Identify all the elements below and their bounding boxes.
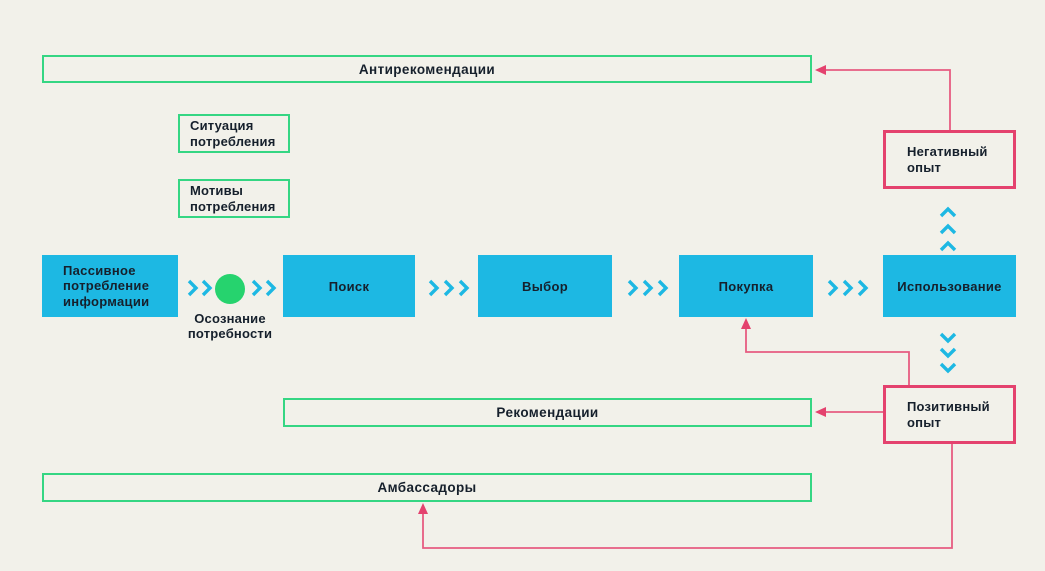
chevron-right-icon [428, 279, 440, 297]
need-awareness-label: Осознание потребности [187, 311, 273, 341]
context-box-consumption-situation: Ситуация потребления [178, 114, 290, 153]
chevron-right-icon [827, 279, 839, 297]
chevron-up-icon [939, 206, 957, 218]
stage-choice-label: Выбор [522, 278, 568, 294]
band-ambassadors: Амбассадоры [42, 473, 812, 502]
stage-passive-label: Пассивное потребление информации [63, 263, 150, 309]
stage-purchase: Покупка [679, 255, 813, 317]
band-recommendations: Рекомендации [283, 398, 812, 427]
positive-experience-label: Позитивный опыт [907, 398, 990, 430]
chevron-down-icon [939, 332, 957, 344]
context-situation-label: Ситуация потребления [190, 118, 276, 149]
stage-choice: Выбор [478, 255, 612, 317]
chevron-up-icon [939, 240, 957, 252]
positive-experience-box: Позитивный опыт [883, 385, 1016, 444]
band-recommendations-label: Рекомендации [496, 405, 599, 420]
negative-experience-label: Негативный опыт [907, 143, 988, 175]
context-motives-label: Мотивы потребления [190, 183, 276, 214]
arrowhead-up-icon [418, 503, 428, 514]
stage-search-label: Поиск [328, 278, 370, 294]
stage-purchase-label: Покупка [718, 278, 774, 294]
stage-passive-information-consumption: Пассивное потребление информации [42, 255, 178, 317]
stage-usage: Использование [883, 255, 1016, 317]
chevrons-purchase-to-usage [827, 279, 869, 297]
connector-negative-to-antirecommendations [826, 69, 951, 130]
arrowhead-left-icon [815, 65, 826, 75]
chevron-right-icon [201, 279, 213, 297]
chevron-right-icon [857, 279, 869, 297]
chevron-down-icon [939, 347, 957, 359]
chevron-right-icon [657, 279, 669, 297]
arrowhead-left-icon [815, 407, 826, 417]
need-awareness-circle-icon [215, 274, 245, 304]
band-antirecommendations: Антирекомендации [42, 55, 812, 83]
chevrons-usage-to-negative [939, 206, 957, 252]
chevron-up-icon [939, 223, 957, 235]
band-ambassadors-label: Амбассадоры [377, 480, 477, 495]
band-antirecommendations-label: Антирекомендации [358, 61, 496, 77]
chevron-right-icon [627, 279, 639, 297]
chevron-down-icon [939, 362, 957, 374]
chevrons-choice-to-purchase [627, 279, 669, 297]
chevrons-passive-to-need [187, 279, 213, 297]
chevron-right-icon [842, 279, 854, 297]
chevron-right-icon [265, 279, 277, 297]
connector-positive-to-purchase [745, 329, 910, 385]
chevrons-search-to-choice [428, 279, 470, 297]
chevron-right-icon [642, 279, 654, 297]
chevron-right-icon [458, 279, 470, 297]
negative-experience-box: Негативный опыт [883, 130, 1016, 189]
chevron-right-icon [187, 279, 199, 297]
arrowhead-up-icon [741, 318, 751, 329]
chevron-right-icon [443, 279, 455, 297]
stage-search: Поиск [283, 255, 415, 317]
chevrons-usage-to-positive [939, 332, 957, 374]
chevrons-need-to-search [251, 279, 277, 297]
context-box-consumption-motives: Мотивы потребления [178, 179, 290, 218]
stage-usage-label: Использование [897, 278, 1002, 294]
chevron-right-icon [251, 279, 263, 297]
